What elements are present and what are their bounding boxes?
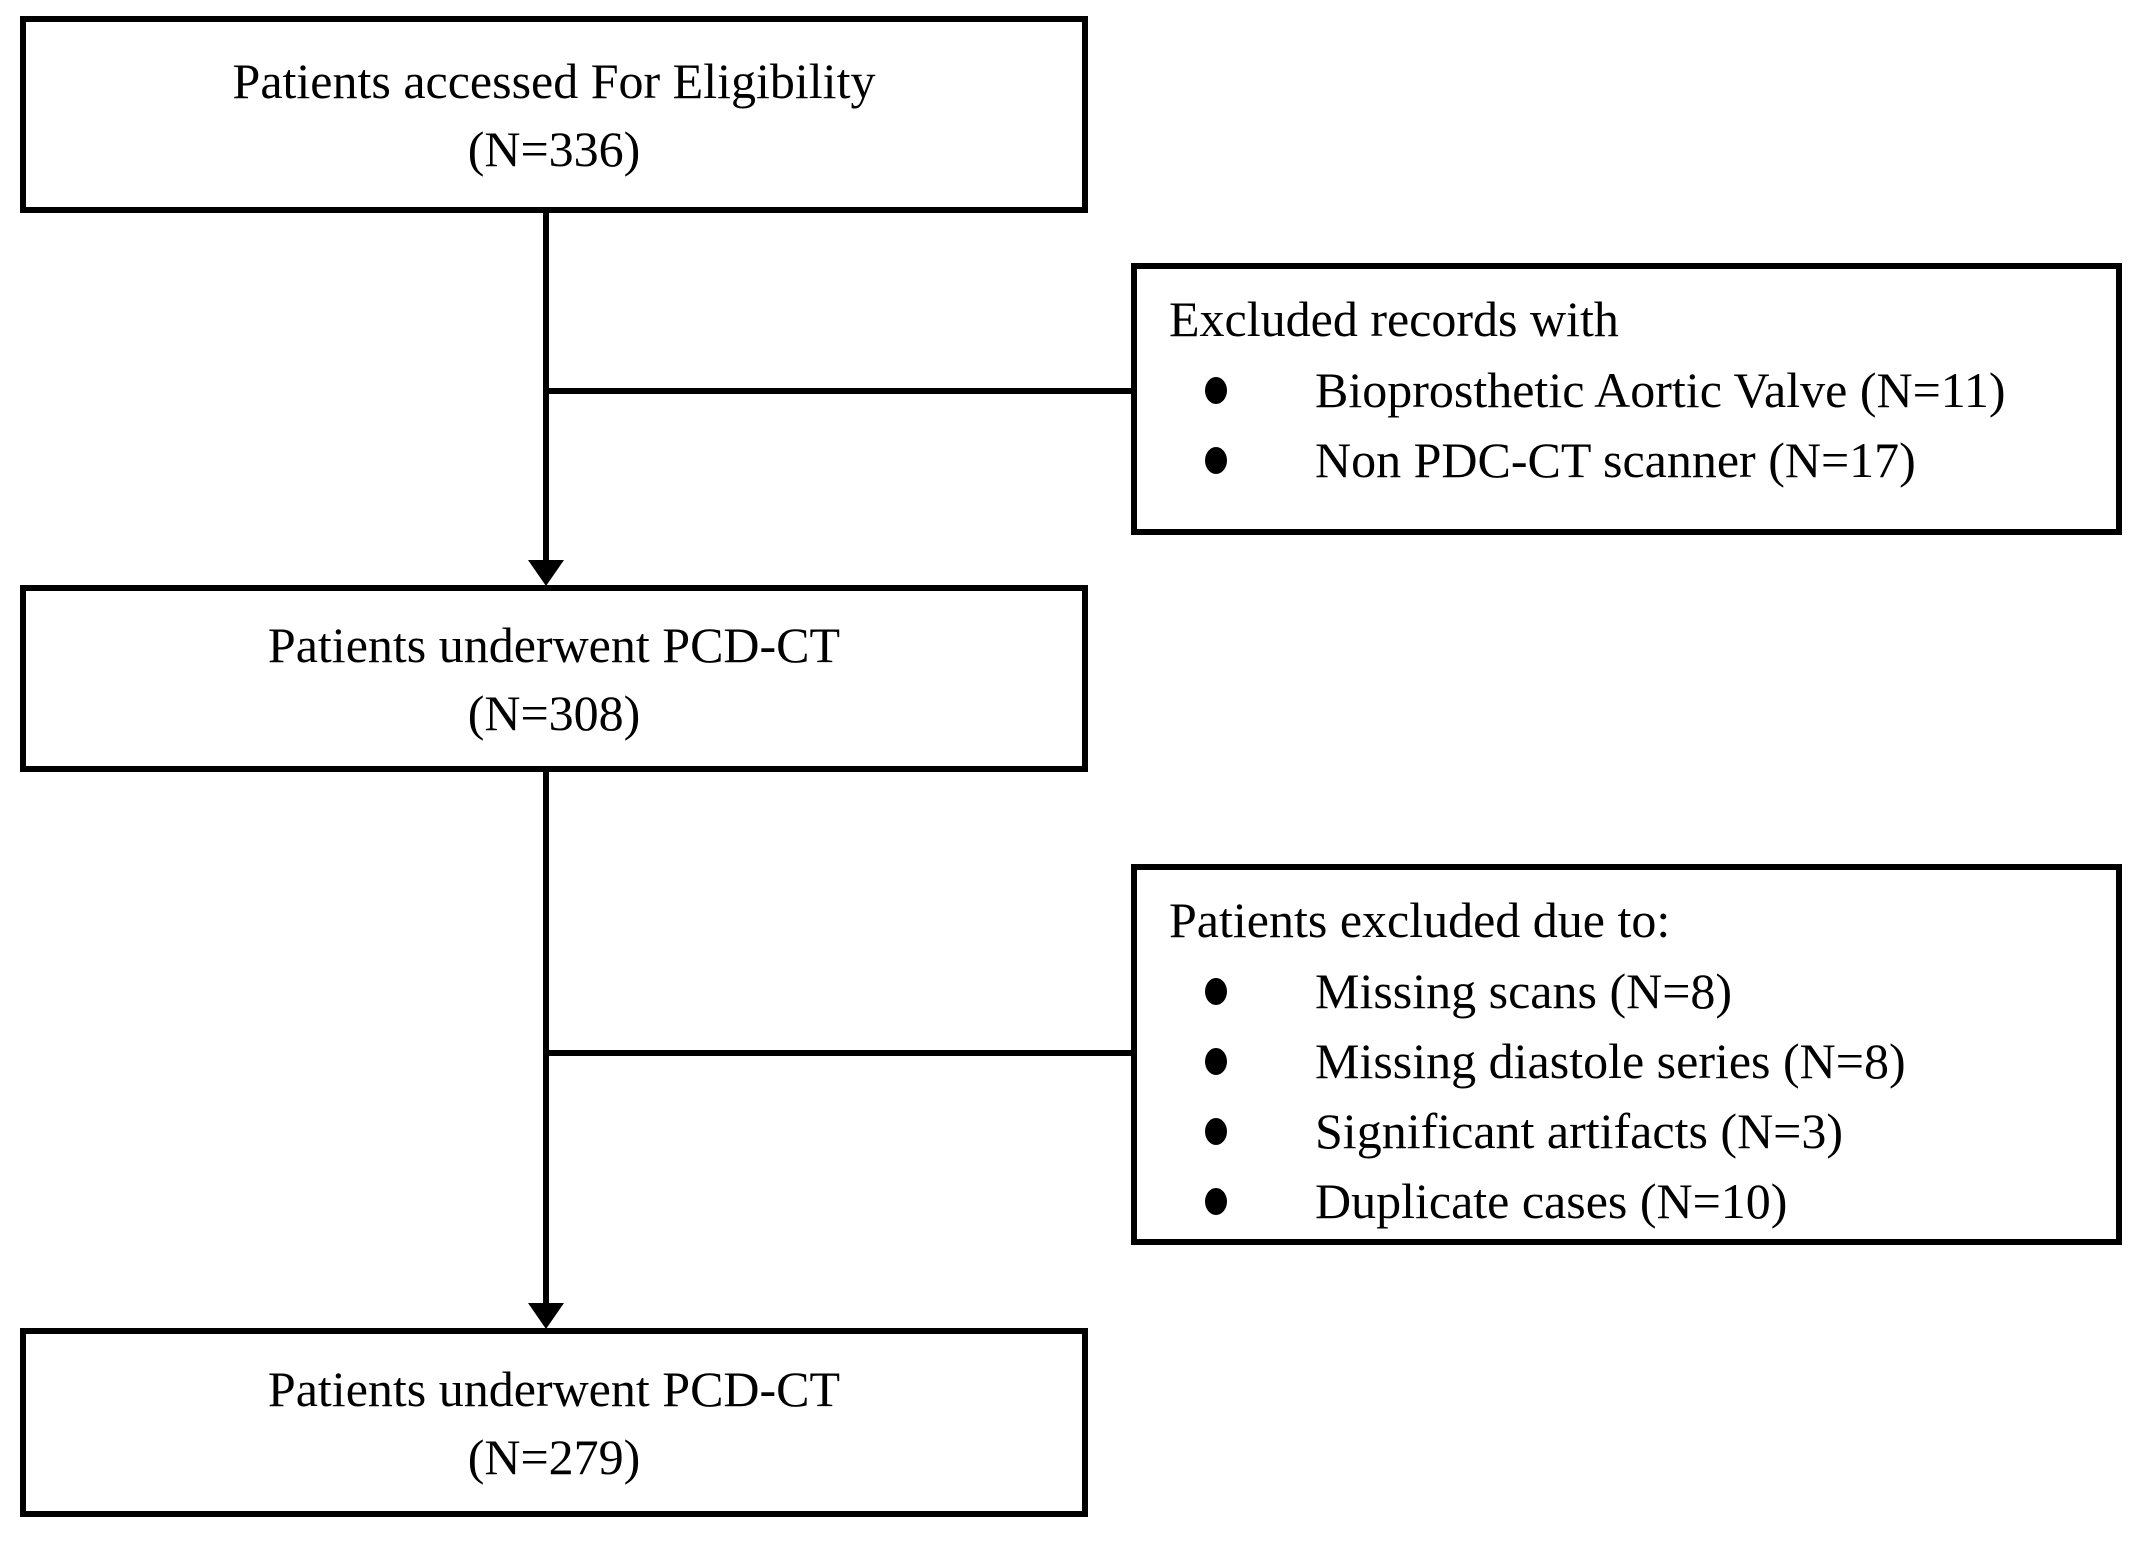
list-item: Non PDC-CT scanner (N=17) (1169, 425, 2098, 495)
box-underwent-pcdct-308: Patients underwent PCD-CT (N=308) (20, 585, 1088, 772)
connector-line-branch-excluded-records (543, 388, 1131, 394)
bullet-icon (1205, 1187, 1227, 1215)
bullet-icon (1205, 446, 1227, 474)
excluded-patients-item: Missing scans (N=8) (1315, 963, 1733, 1019)
box-underwent-pcdct-308-count: (N=308) (467, 684, 641, 741)
excluded-records-item: Non PDC-CT scanner (N=17) (1315, 432, 1916, 488)
box-excluded-patients: Patients excluded due to: Missing scans … (1131, 864, 2122, 1245)
box-underwent-pcdct-308-label: Patients underwent PCD-CT (267, 616, 841, 673)
list-item: Significant artifacts (N=3) (1169, 1096, 2098, 1166)
arrow-down-icon (528, 560, 564, 586)
excluded-patients-title: Patients excluded due to: (1169, 892, 1671, 948)
list-item: Missing scans (N=8) (1169, 956, 2098, 1026)
excluded-records-item: Bioprosthetic Aortic Valve (N=11) (1315, 362, 2006, 418)
box-assessed-eligibility: Patients accessed For Eligibility (N=336… (20, 16, 1088, 213)
connector-line-branch-excluded-patients (543, 1050, 1131, 1056)
box-assessed-eligibility-label: Patients accessed For Eligibility (232, 52, 876, 109)
bullet-icon (1205, 376, 1227, 404)
box-underwent-pcdct-279: Patients underwent PCD-CT (N=279) (20, 1328, 1088, 1517)
excluded-patients-item: Duplicate cases (N=10) (1315, 1173, 1788, 1229)
excluded-patients-item: Missing diastole series (N=8) (1315, 1033, 1906, 1089)
bullet-icon (1205, 1117, 1227, 1145)
box-underwent-pcdct-279-label: Patients underwent PCD-CT (267, 1360, 841, 1417)
box-excluded-records: Excluded records with Bioprosthetic Aort… (1131, 263, 2122, 535)
list-item: Duplicate cases (N=10) (1169, 1166, 2098, 1236)
list-item: Missing diastole series (N=8) (1169, 1026, 2098, 1096)
list-item: Bioprosthetic Aortic Valve (N=11) (1169, 355, 2098, 425)
box-assessed-eligibility-count: (N=336) (467, 120, 641, 177)
bullet-icon (1205, 977, 1227, 1005)
excluded-patients-item: Significant artifacts (N=3) (1315, 1103, 1844, 1159)
arrow-down-icon (528, 1303, 564, 1329)
bullet-icon (1205, 1047, 1227, 1075)
box-underwent-pcdct-279-count: (N=279) (467, 1428, 641, 1485)
connector-line-pcdct-to-final (543, 772, 549, 1308)
excluded-records-title: Excluded records with (1169, 291, 1619, 347)
